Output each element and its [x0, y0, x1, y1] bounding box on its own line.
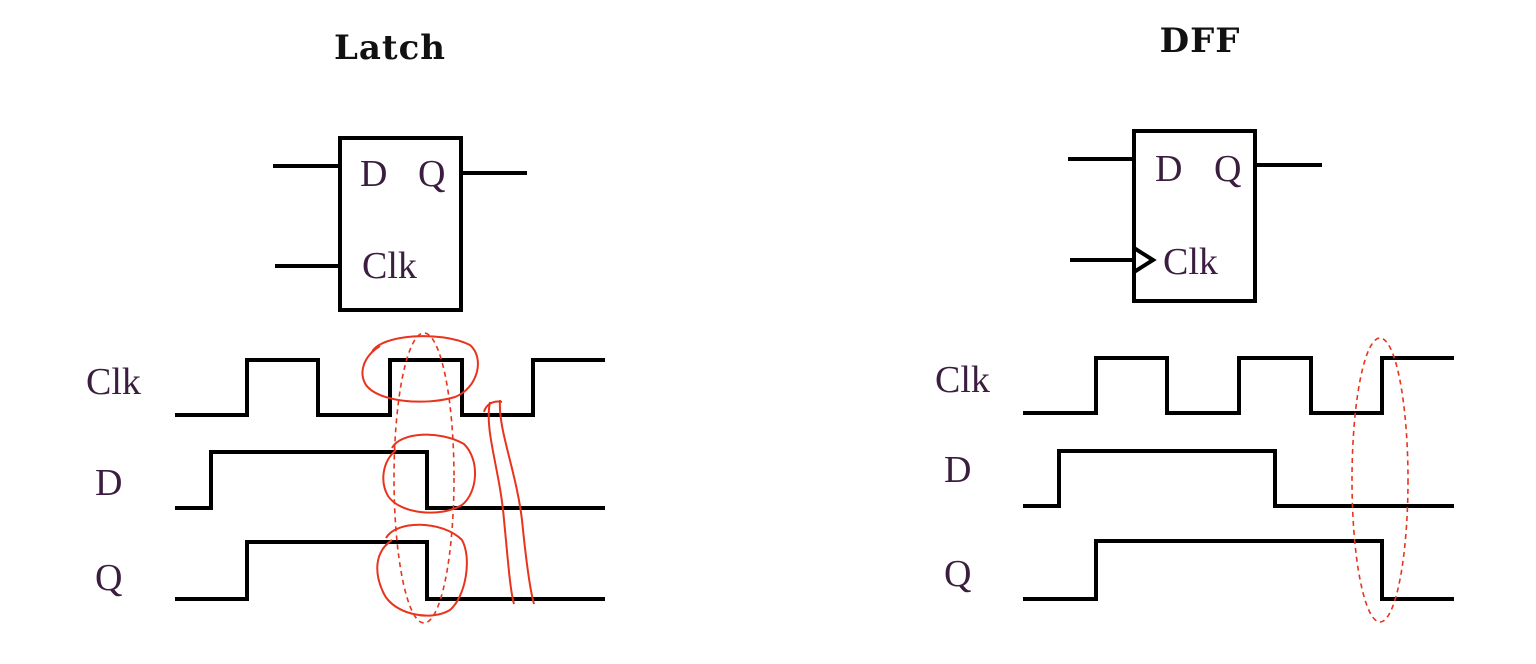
annotation-dashed-ellipse-dff	[1351, 337, 1409, 623]
dff-clk-label: Clk	[935, 359, 990, 401]
annotation-circle-d	[382, 433, 477, 514]
latch-clk-label: Clk	[86, 361, 141, 403]
latch-pin-q: Q	[418, 153, 445, 195]
latch-pin-d: D	[360, 153, 387, 195]
dff-d-label: D	[944, 449, 971, 491]
latch-pin-clk: Clk	[362, 245, 417, 287]
annotation-stroke-hook	[483, 400, 503, 413]
dff-clock-edge-icon	[1132, 246, 1157, 274]
latch-waveforms: Clk D Q	[86, 358, 605, 601]
dff-waveforms: Clk D Q	[935, 356, 1454, 601]
latch-panel: Latch D Q Clk Clk D Q	[86, 28, 605, 624]
dff-q-label: Q	[944, 553, 971, 595]
annotation-circle-clk	[361, 335, 479, 403]
latch-q-waveform	[175, 540, 605, 601]
latch-clk-waveform	[175, 358, 605, 417]
dff-q-waveform	[1023, 539, 1454, 601]
dff-pin-clk: Clk	[1163, 241, 1218, 283]
dff-block-symbol: D Q Clk	[1068, 129, 1322, 303]
dff-panel: DFF D Q Clk Clk D Q	[935, 21, 1454, 623]
latch-annotations	[361, 332, 535, 624]
dff-pin-d: D	[1155, 148, 1182, 190]
dff-block-box	[1132, 129, 1257, 303]
latch-block-symbol: D Q Clk	[273, 136, 527, 312]
latch-q-label: Q	[95, 557, 122, 599]
latch-title: Latch	[334, 28, 446, 68]
annotation-stroke-1	[487, 401, 515, 605]
dff-title: DFF	[1160, 21, 1241, 61]
dff-d-waveform	[1023, 449, 1454, 508]
latch-block-box	[338, 136, 463, 312]
annotation-circle-q	[376, 523, 468, 617]
annotation-stroke-2	[498, 399, 535, 605]
latch-d-label: D	[95, 462, 122, 504]
annotation-dashed-ellipse-latch	[393, 332, 455, 624]
dff-pin-q: Q	[1214, 148, 1241, 190]
dff-clk-waveform	[1023, 356, 1454, 415]
